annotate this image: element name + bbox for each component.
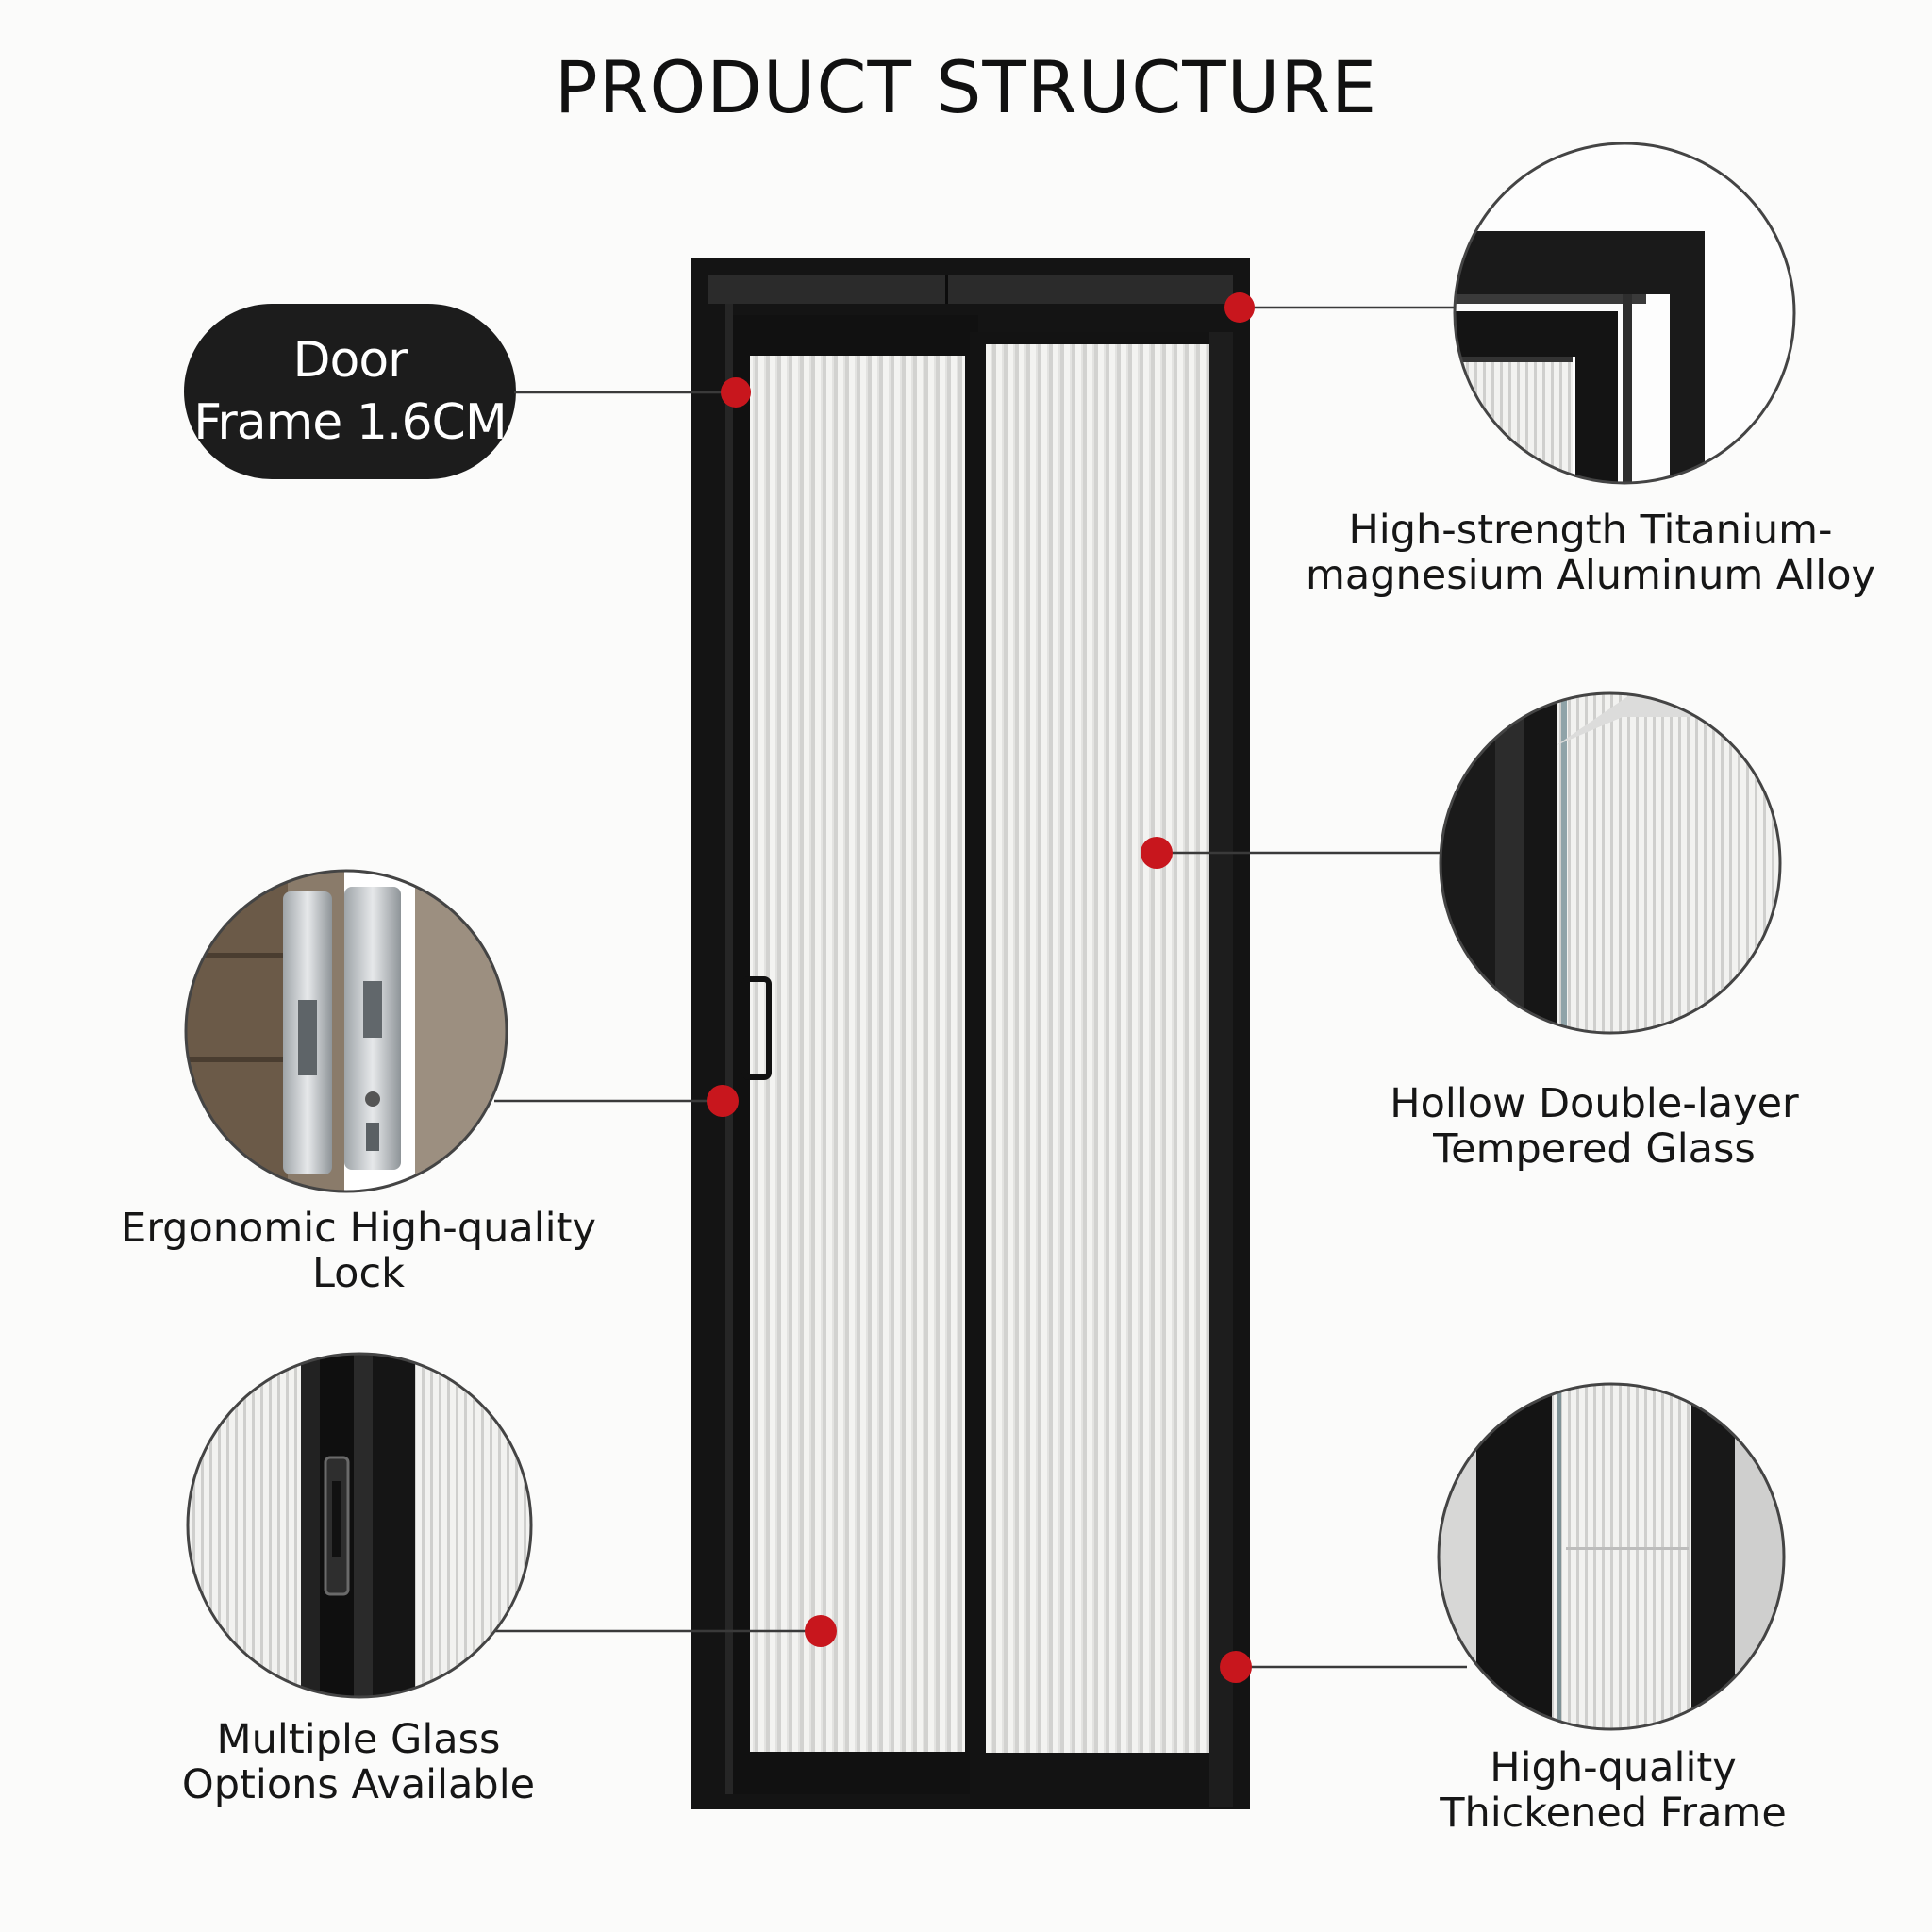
- label-frame-alloy: High-strength Titanium- magnesium Alumin…: [1241, 508, 1932, 598]
- label-frame-alloy-line-2: magnesium Aluminum Alloy: [1306, 552, 1875, 599]
- frame-profile-detail-icon: [1437, 1382, 1786, 1731]
- label-lock: Ergonomic High-quality Lock: [85, 1206, 632, 1296]
- label-glass-line-1: Hollow Double-layer: [1390, 1080, 1799, 1127]
- label-thick-frame: High-quality Thickened Frame: [1358, 1745, 1868, 1836]
- label-thick-frame-line-1: High-quality: [1490, 1744, 1737, 1791]
- label-frame-alloy-line-1: High-strength Titanium-: [1348, 507, 1833, 554]
- top-track: [708, 275, 1233, 304]
- markers: [707, 292, 1255, 1683]
- label-lock-line-2: Lock: [311, 1250, 406, 1297]
- label-glass-line-2: Tempered Glass: [1433, 1125, 1756, 1173]
- marker-frame-alloy: [1224, 292, 1255, 323]
- marker-glass: [1141, 837, 1173, 869]
- right-panel-glass: [986, 344, 1209, 1753]
- left-panel-handle: [741, 976, 772, 1080]
- marker-door-frame: [721, 377, 751, 408]
- label-glass: Hollow Double-layer Tempered Glass: [1311, 1081, 1877, 1172]
- door-illustration: [691, 258, 1250, 1809]
- label-lock-line-1: Ergonomic High-quality: [121, 1205, 596, 1252]
- handle-glass-detail-icon: [186, 1352, 533, 1699]
- lock-hardware-detail-icon: [184, 869, 508, 1193]
- label-glass-options: Multiple Glass Options Available: [104, 1717, 613, 1807]
- left-panel-glass: [750, 356, 965, 1752]
- marker-glass-options: [805, 1615, 837, 1647]
- leader-lines: [494, 306, 1467, 1669]
- marker-thick-frame: [1220, 1651, 1252, 1683]
- badge-line-1: Door: [292, 332, 408, 389]
- label-thick-frame-line-2: Thickened Frame: [1440, 1790, 1787, 1837]
- glass-edge-detail-icon: [1439, 691, 1782, 1035]
- door-frame-badge: Door Frame 1.6CM: [184, 304, 516, 479]
- badge-line-2: Frame 1.6CM: [193, 394, 507, 451]
- frame-corner-detail-icon: [1453, 142, 1796, 485]
- label-glass-options-line-1: Multiple Glass: [216, 1716, 501, 1763]
- marker-lock: [707, 1085, 739, 1117]
- label-glass-options-line-2: Options Available: [181, 1761, 536, 1808]
- page-title: PRODUCT STRUCTURE: [554, 45, 1378, 129]
